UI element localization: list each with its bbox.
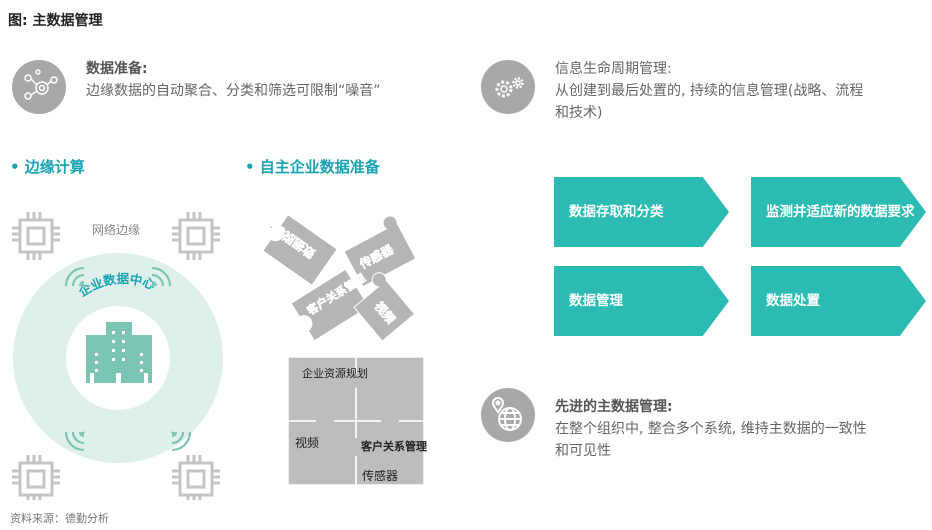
arrow-monitor: 监测并适应新的数据要求 bbox=[751, 177, 926, 247]
gears-icon bbox=[481, 60, 535, 114]
chip-icon bbox=[10, 210, 62, 262]
data-prep-text: 边缘数据的自动聚合、分类和筛选可限制“噪音” bbox=[86, 83, 381, 99]
globe-location-icon bbox=[481, 388, 535, 442]
lifecycle-heading: 信息生命周期管理: bbox=[555, 61, 672, 77]
advanced-heading: 先进的主数据管理: bbox=[555, 399, 673, 415]
chip-icon bbox=[170, 210, 222, 262]
puzzle-piece: 视频 bbox=[353, 272, 416, 342]
lifecycle-line1: 从创建到最后处置的, 持续的信息管理(战略、流程 bbox=[555, 83, 864, 99]
building-icon bbox=[86, 322, 152, 383]
puzzle-sensor: 传感器 bbox=[362, 468, 398, 483]
lifecycle-line2: 和技术) bbox=[555, 105, 603, 121]
puzzle-crm: 客户关系管理 bbox=[360, 439, 427, 453]
puzzle-grid bbox=[287, 356, 425, 486]
edge-computing-heading: • 边缘计算 bbox=[10, 158, 85, 176]
source-footer: 资料来源：德勤分析 bbox=[10, 512, 109, 525]
edge-diagram: 网络边缘 企业数据中心 bbox=[10, 210, 223, 500]
gears-network-icon bbox=[12, 60, 66, 114]
advanced-line1: 在整个组织中, 整合多个系统, 维持主数据的一致性 bbox=[555, 421, 867, 437]
puzzle-video: 视频 bbox=[295, 435, 319, 450]
autonomous-prep-heading: • 自主企业数据准备 bbox=[245, 158, 380, 176]
page-title: 图: 主数据管理 bbox=[8, 13, 103, 29]
advanced-line2: 和可见性 bbox=[555, 443, 611, 459]
network-edge-label: 网络边缘 bbox=[92, 222, 140, 237]
puzzle-erp: 企业资源规划 bbox=[302, 366, 368, 380]
puzzle-piece: 数据脱敏标签 bbox=[255, 215, 338, 286]
puzzle-piece: 传感器 bbox=[343, 215, 417, 288]
chip-icon bbox=[170, 453, 222, 500]
arrow-data-disposal: 数据处置 bbox=[751, 266, 926, 336]
arrow-data-access: 数据存取和分类 bbox=[554, 177, 729, 247]
puzzle-diagram: 数据脱敏标签 传感器 客户关系管理 视频 企业资源规划 视频 客户关系管理 传感… bbox=[255, 215, 427, 486]
data-prep-heading: 数据准备: bbox=[86, 61, 148, 77]
arrow-data-management: 数据管理 bbox=[554, 266, 729, 336]
chip-icon bbox=[10, 453, 62, 500]
